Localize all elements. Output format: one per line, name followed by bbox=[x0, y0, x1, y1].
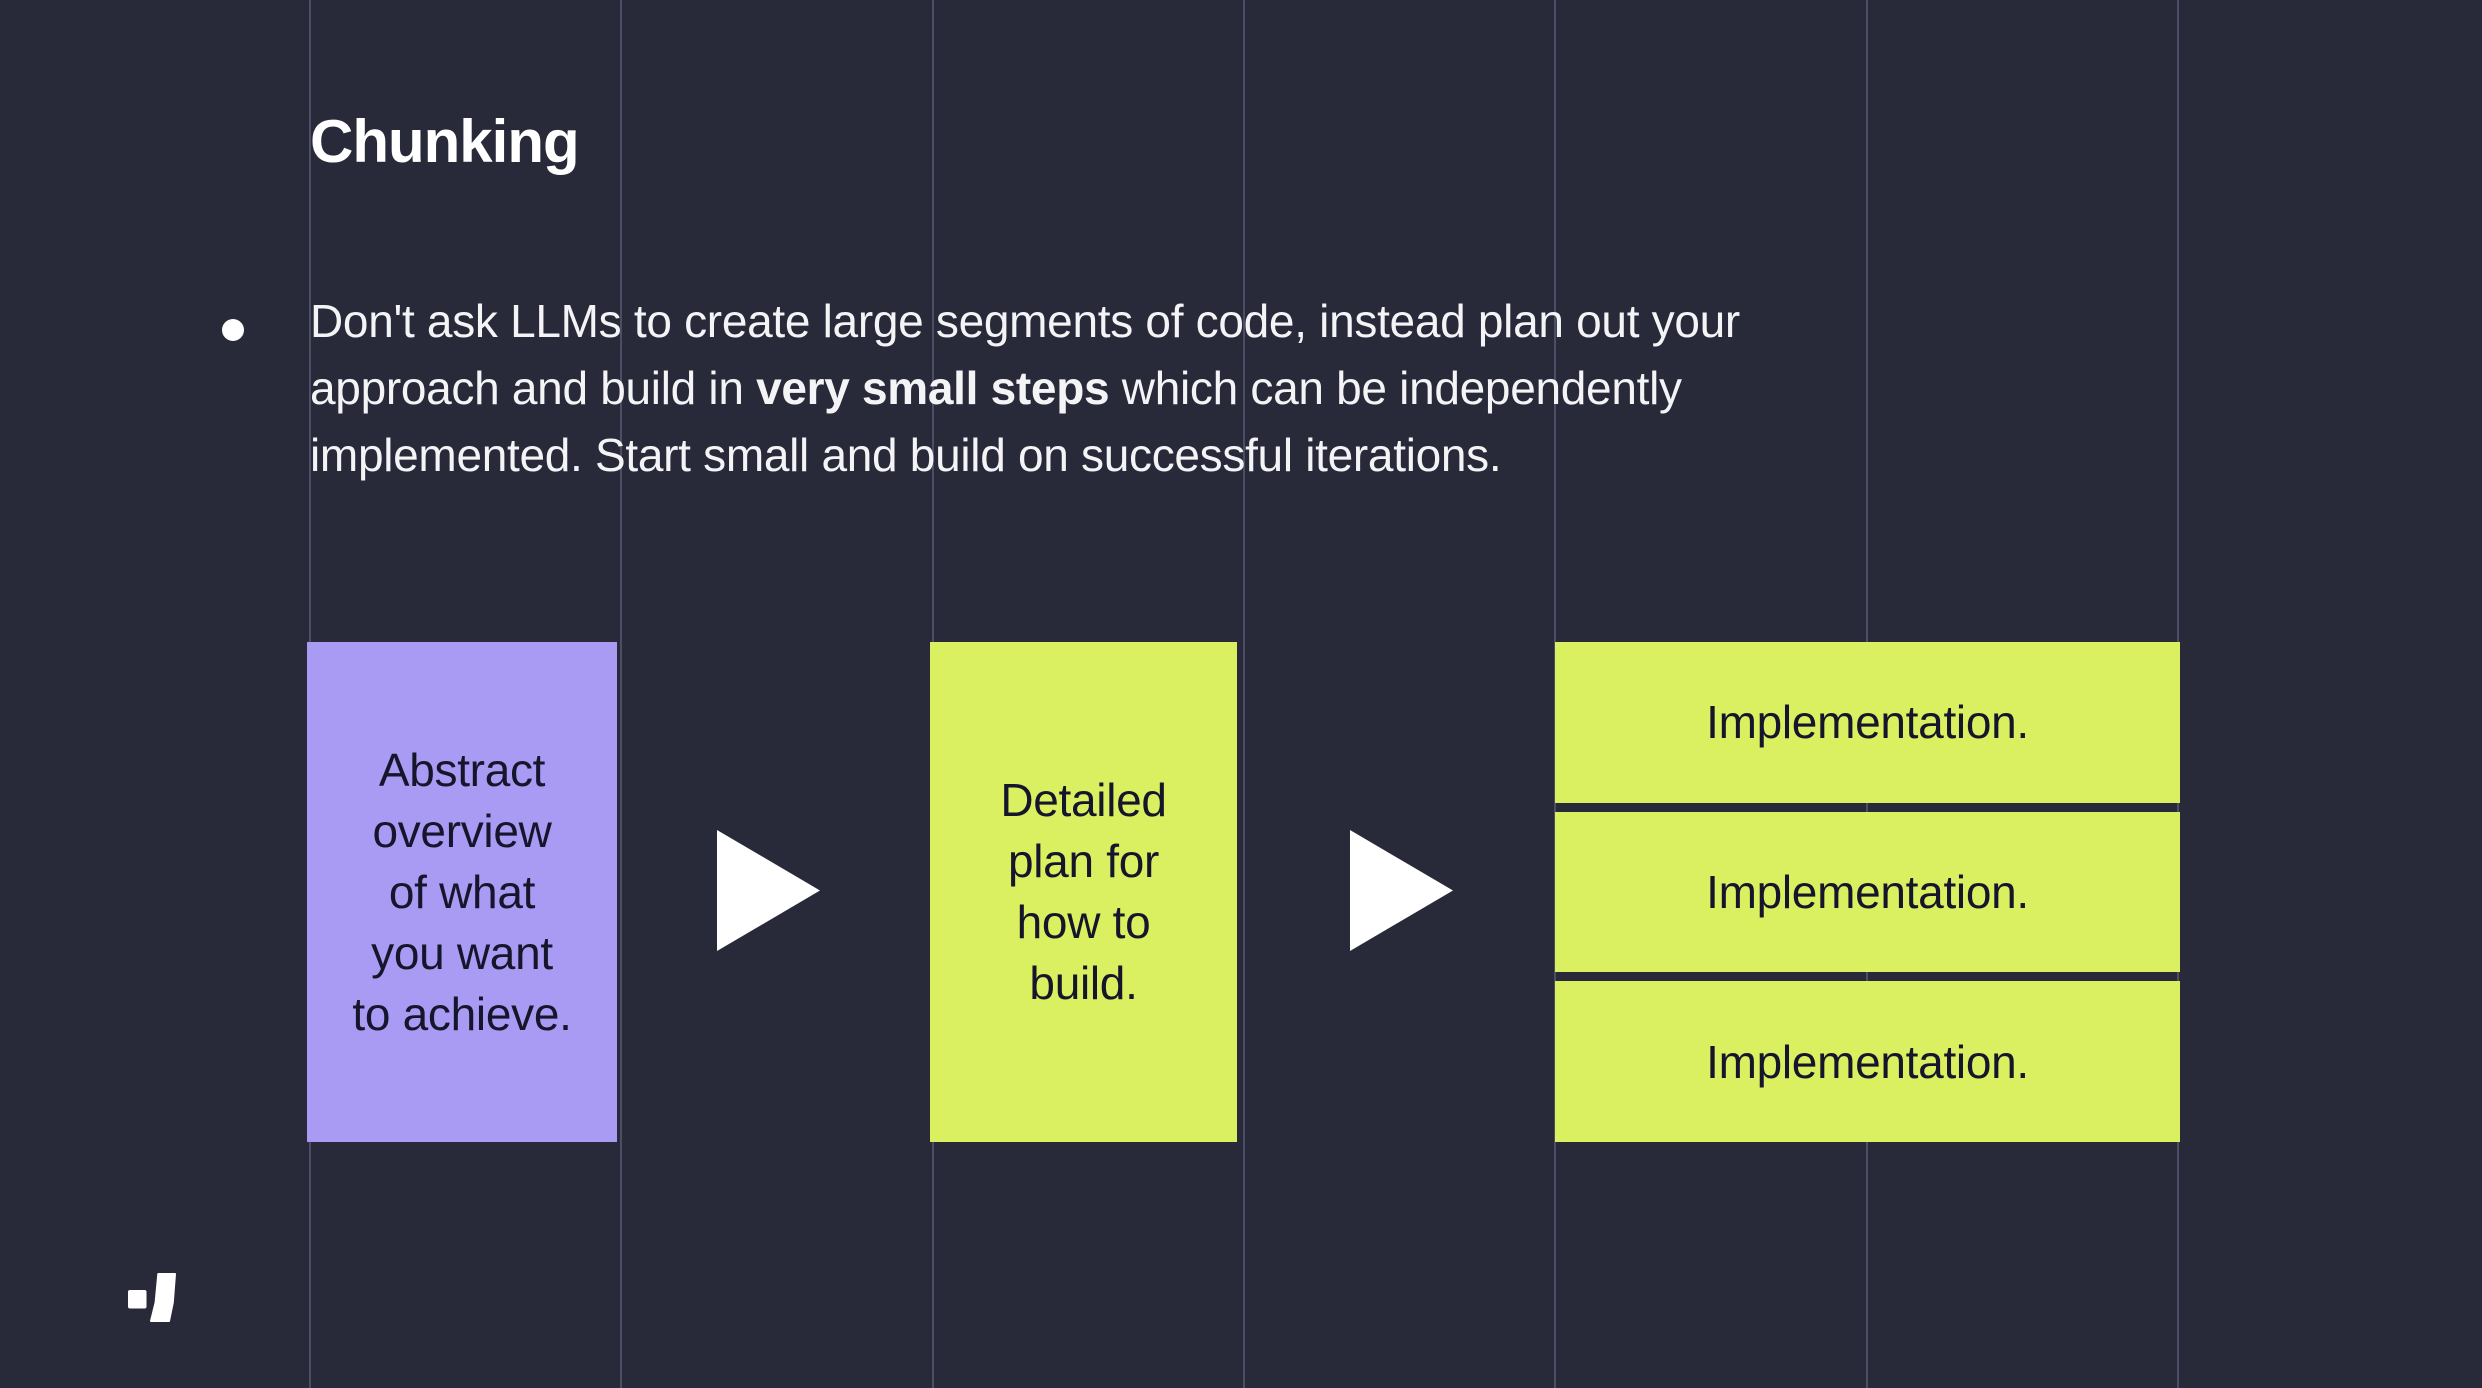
grid-line bbox=[620, 0, 622, 1388]
brand-logo-icon bbox=[127, 1273, 177, 1322]
diagram-box-implementation-label: Implementation. bbox=[1706, 1035, 2029, 1088]
bullet-paragraph: Don't ask LLMs to create large segments … bbox=[310, 295, 1740, 481]
diagram-box-abstract-overview: Abstract overview of what you want to ac… bbox=[307, 642, 617, 1142]
diagram-box-implementation: Implementation. bbox=[1555, 811, 2180, 973]
diagram-box-detailed-plan: Detailed plan for how to build. bbox=[930, 642, 1237, 1142]
diagram-box-detailed-plan-label: Detailed plan for how to build. bbox=[1000, 774, 1167, 1009]
diagram-implementation-stack: Implementation. Implementation. Implemen… bbox=[1555, 642, 2180, 1143]
arrow-right-icon bbox=[1350, 830, 1453, 951]
arrow-right-icon bbox=[717, 830, 820, 951]
diagram-box-implementation-label: Implementation. bbox=[1706, 696, 2029, 749]
diagram-box-implementation: Implementation. bbox=[1555, 642, 2180, 803]
diagram-box-implementation-label: Implementation. bbox=[1706, 866, 2029, 918]
diagram-box-abstract-overview-label: Abstract overview of what you want to ac… bbox=[352, 743, 572, 1040]
grid-line bbox=[1243, 0, 1245, 1388]
diagram-box-implementation: Implementation. bbox=[1555, 981, 2180, 1143]
bullet-dot-icon bbox=[222, 319, 244, 341]
slide-title: Chunking bbox=[310, 108, 580, 175]
